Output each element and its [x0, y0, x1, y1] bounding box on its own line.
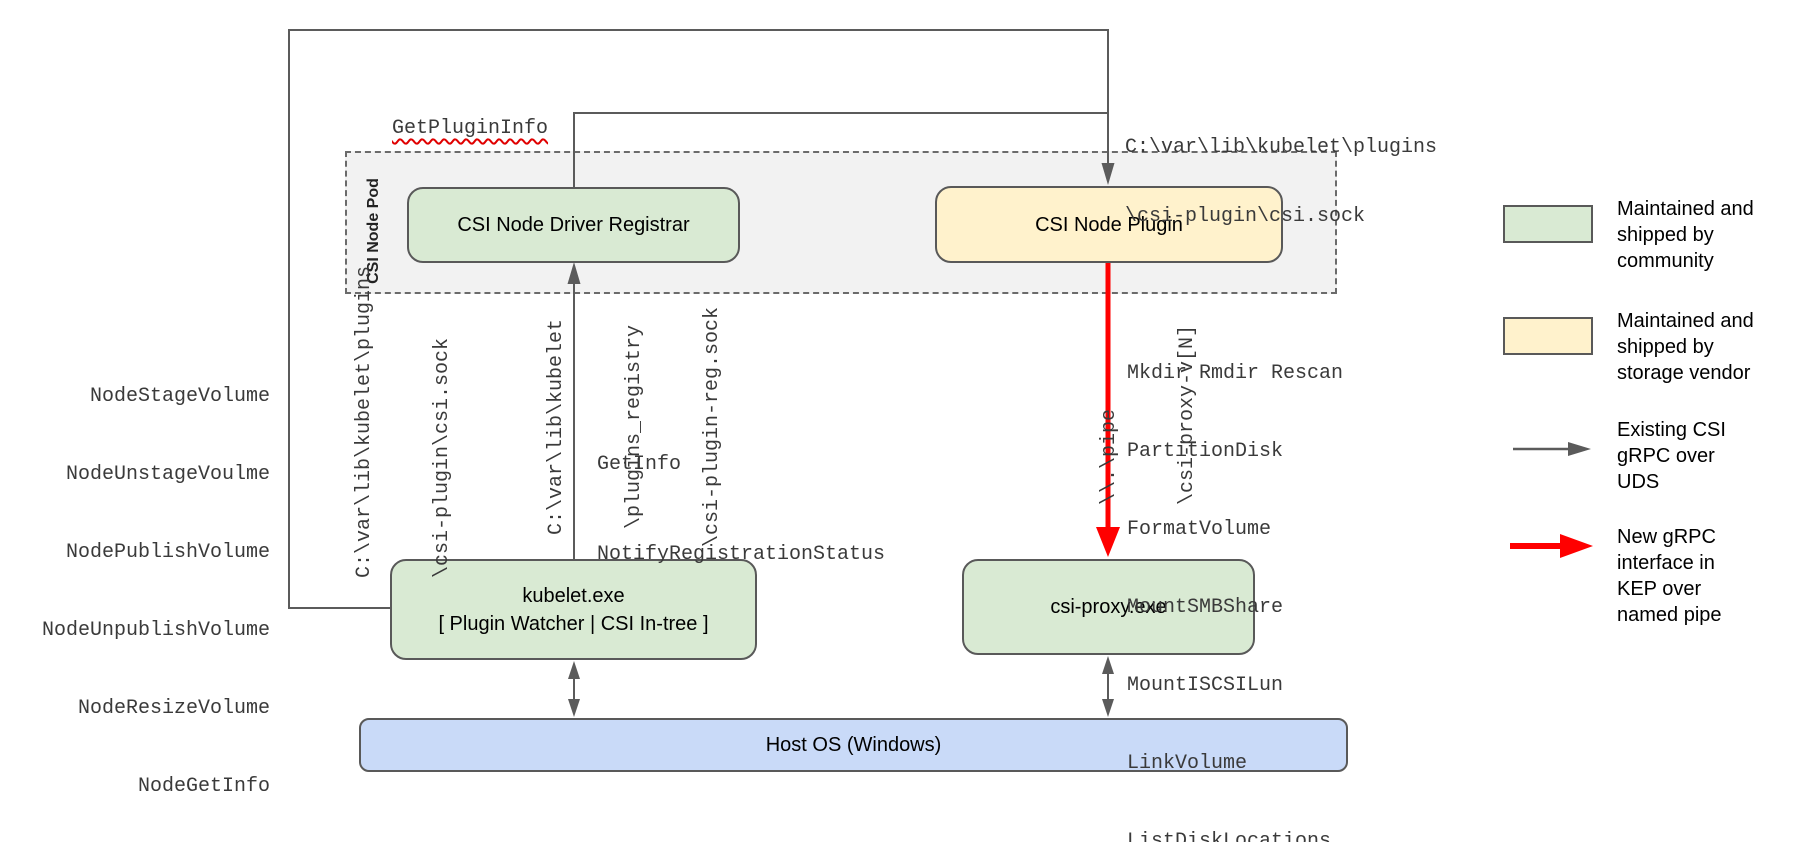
legend-community-line: shipped by	[1617, 224, 1714, 246]
host-os-box: Host OS (Windows)	[359, 718, 1348, 772]
csi-proxy-box: csi-proxy.exe	[962, 559, 1255, 655]
csi-node-driver-registrar-label: CSI Node Driver Registrar	[457, 214, 690, 236]
kubelet-hostos-arrow-up	[568, 661, 580, 679]
proxy-call-item: FormatVolume	[1127, 518, 1272, 541]
csi-sock-path-top-line1: C:\var\lib\kubelet\plugins	[1125, 136, 1438, 159]
proxy-call-item: MountSMBShare	[1127, 596, 1284, 619]
legend-community-line: community	[1617, 250, 1714, 272]
csi-proxy-label: csi-proxy.exe	[1050, 596, 1167, 618]
node-call-item: NodeUnpublishVolume	[41, 619, 270, 642]
proxy-call-item: ListDiskLocations	[1127, 830, 1332, 842]
named-pipe-label: \\.\pipe \csi-proxy-v[N]	[1045, 325, 1199, 505]
node-calls-list: NodeStageVolume NodeUnstageVoulme NodePu…	[30, 332, 270, 842]
kubelet-hostos-arrow-down	[568, 699, 580, 717]
legend-red-arrowhead	[1560, 534, 1593, 558]
legend-vendor-swatch	[1503, 317, 1593, 355]
legend-gray-arrowhead	[1568, 442, 1591, 456]
csi-node-plugin-label: CSI Node Plugin	[1035, 213, 1183, 236]
node-call-item: NodeStageVolume	[89, 385, 270, 408]
legend-existing-grpc-line: gRPC over	[1617, 445, 1715, 467]
registry-sock-path-line1: C:\var\lib\kubelet	[545, 318, 568, 536]
get-plugin-info-label: GetPluginInfo	[392, 117, 549, 140]
csiproxy-hostos-arrow-down	[1102, 699, 1114, 717]
legend-existing-grpc-label: Existing CSI gRPC over UDS	[1617, 417, 1807, 495]
csi-sock-path-left-line2: \csi-plugin\csi.sock	[431, 337, 454, 578]
legend-new-grpc-label: New gRPC interface in KEP over named pip…	[1617, 524, 1807, 628]
legend-new-grpc-line: New gRPC	[1617, 526, 1716, 548]
proxy-call-item: PartitionDisk	[1127, 440, 1284, 463]
kubelet-to-registrar-arrowhead	[567, 262, 581, 284]
legend-community-line: Maintained and	[1617, 198, 1754, 220]
node-call-item: NodeGetInfo	[137, 775, 270, 798]
legend-existing-grpc-line: UDS	[1617, 471, 1660, 493]
legend-vendor-label: Maintained and shipped by storage vendor	[1617, 308, 1807, 386]
named-pipe-line1: \\.\pipe	[1098, 408, 1121, 505]
legend-existing-grpc-line: Existing CSI	[1617, 419, 1726, 441]
legend-new-grpc-line: interface in	[1617, 552, 1715, 574]
registry-sock-path-label: C:\var\lib\kubelet \plugins_registry \cs…	[492, 307, 724, 547]
registration-calls-list: GetInfo NotifyRegistrationStatus	[597, 390, 885, 630]
plugin-to-csiproxy-arrowhead	[1096, 527, 1120, 557]
kubelet-box: kubelet.exe [ Plugin Watcher | CSI In-tr…	[390, 559, 757, 660]
proxy-call-item: LinkVolume	[1127, 752, 1248, 775]
legend-community-swatch	[1503, 205, 1593, 243]
csi-sock-path-top-line2: \csi-plugin\csi.sock	[1125, 205, 1366, 228]
node-call-item: NodeResizeVolume	[77, 697, 270, 720]
proxy-call-item: MountISCSILun	[1127, 674, 1284, 697]
node-call-item: NodeUnstageVoulme	[65, 463, 270, 486]
kubelet-label-line2: [ Plugin Watcher | CSI In-tree ]	[438, 612, 709, 635]
kubelet-to-plugin-arrowhead	[1101, 163, 1115, 185]
registrar-to-plugin-line	[573, 112, 1108, 187]
proxy-calls-list: Mkdir Rmdir Rescan PartitionDisk FormatV…	[1127, 309, 1343, 842]
node-call-item: NodePublishVolume	[65, 541, 270, 564]
csi-sock-path-top-label: C:\var\lib\kubelet\plugins \csi-plugin\c…	[1125, 90, 1437, 274]
kubelet-to-plugin-line	[288, 29, 1109, 609]
legend-community-label: Maintained and shipped by community	[1617, 196, 1807, 274]
csi-node-plugin-box: CSI Node Plugin	[935, 186, 1283, 263]
legend-vendor-line: storage vendor	[1617, 362, 1751, 384]
registration-call-item: GetInfo	[597, 453, 682, 476]
registration-call-item: NotifyRegistrationStatus	[597, 543, 886, 566]
csi-sock-path-left-line1: C:\var\lib\kubelet\plugins	[353, 265, 376, 578]
csi-node-driver-registrar-box: CSI Node Driver Registrar	[407, 187, 740, 263]
csi-sock-path-left-label: C:\var\lib\kubelet\plugins \csi-plugin\c…	[300, 266, 454, 578]
csiproxy-hostos-arrow-up	[1102, 656, 1114, 674]
legend-new-grpc-line: named pipe	[1617, 604, 1722, 626]
legend-vendor-line: shipped by	[1617, 336, 1714, 358]
host-os-label: Host OS (Windows)	[765, 734, 942, 756]
legend-vendor-line: Maintained and	[1617, 310, 1754, 332]
legend-new-grpc-line: KEP over	[1617, 578, 1702, 600]
proxy-call-item: Mkdir Rmdir Rescan	[1127, 362, 1344, 385]
kubelet-label-line1: kubelet.exe	[522, 584, 625, 607]
